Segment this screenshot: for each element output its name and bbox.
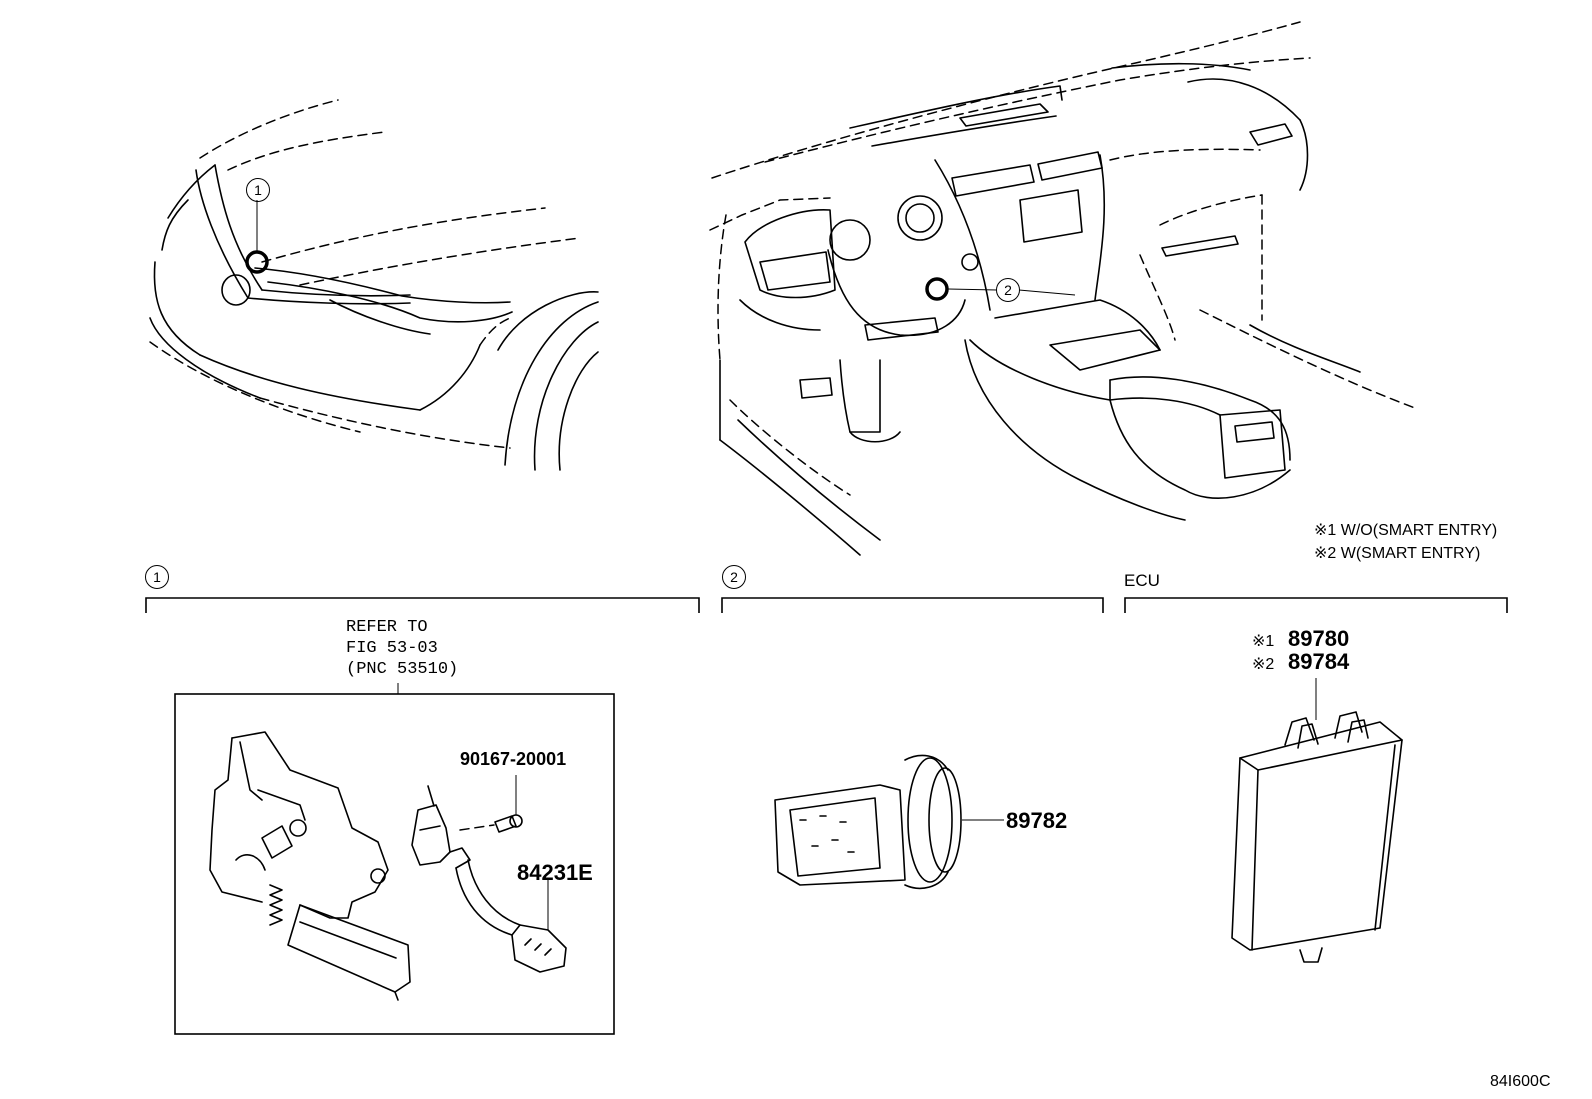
refer-pnc-line: (PNC 53510) <box>346 660 459 679</box>
ecu-mark-2: ※2 <box>1252 656 1275 673</box>
refer-to-line: REFER TO <box>346 618 428 637</box>
switch-illustration <box>774 754 1004 889</box>
car-front-illustration <box>149 99 599 471</box>
refer-fig-line: FIG 53-03 <box>346 639 438 658</box>
part-number-hood-switch: 84231E <box>517 860 593 885</box>
part-number-ecu-without-smart-entry: 89780 <box>1288 626 1350 651</box>
part-number-screw: 90167-20001 <box>460 749 567 769</box>
note-without-smart-entry: ※1 W/O(SMART ENTRY) <box>1314 522 1498 539</box>
section-marker-1: 1 <box>145 565 169 589</box>
callout-1-top: 1 <box>246 178 270 202</box>
section-title-ecu: ECU <box>1124 571 1160 590</box>
car-interior-illustration <box>709 21 1416 556</box>
section-brackets <box>145 597 1508 613</box>
part-number-switch: 89782 <box>1006 808 1068 833</box>
hood-latch-illustration <box>209 731 411 1001</box>
hood-latch-reference-box <box>174 683 615 1035</box>
callout-2-top: 2 <box>996 278 1020 302</box>
section-marker-2: 2 <box>722 565 746 589</box>
ecu-mark-1: ※1 <box>1252 633 1275 650</box>
note-with-smart-entry: ※2 W(SMART ENTRY) <box>1314 545 1481 562</box>
figure-id: 84I600C <box>1490 1073 1551 1090</box>
hood-switch-illustration <box>411 775 567 973</box>
ecu-illustration <box>1231 678 1403 963</box>
part-number-ecu-with-smart-entry: 89784 <box>1288 649 1350 674</box>
